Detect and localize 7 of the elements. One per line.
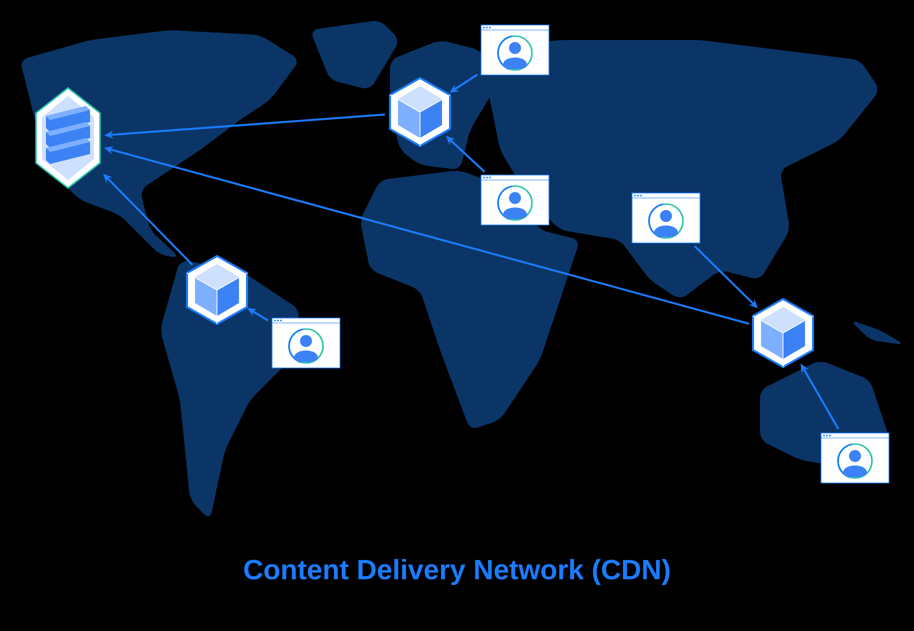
title: Content Delivery Network (CDN) bbox=[244, 558, 670, 586]
user-window-icon bbox=[632, 192, 700, 244]
user-window-icon bbox=[480, 24, 550, 76]
server-icon bbox=[35, 87, 101, 189]
user-window-icon bbox=[272, 318, 340, 368]
user-window-icon bbox=[820, 432, 890, 484]
user-window-icon bbox=[480, 174, 550, 226]
